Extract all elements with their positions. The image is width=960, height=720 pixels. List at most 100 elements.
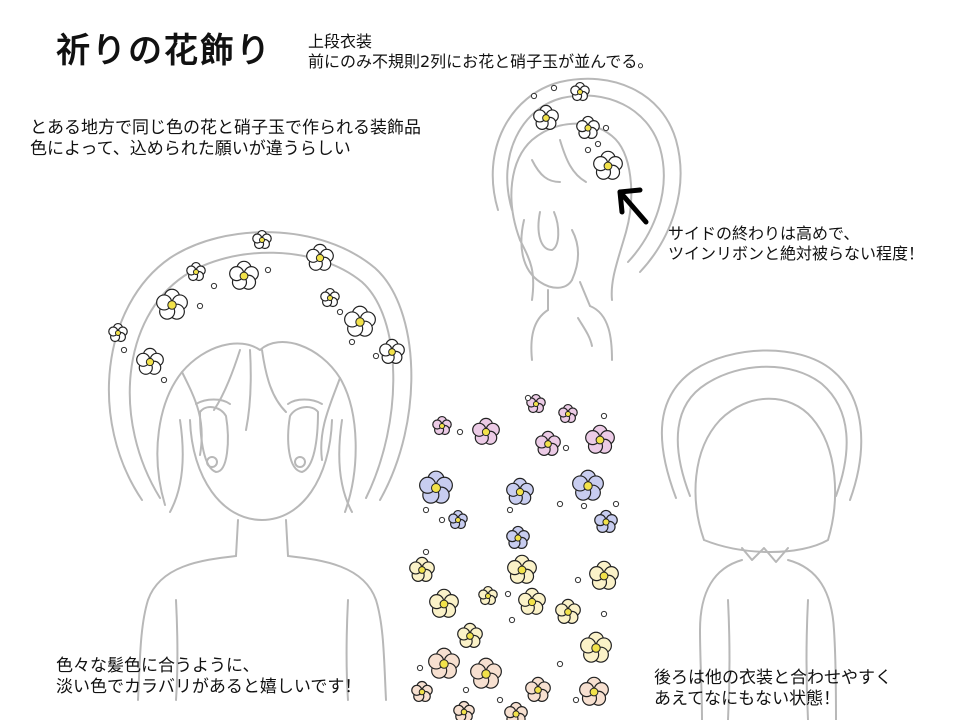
- glass-bead-icon: [196, 302, 204, 310]
- glass-bead-icon: [422, 548, 430, 556]
- description-line1: とある地方で同じ色の花と硝子玉で作られる装飾品: [30, 118, 421, 138]
- side-figure: [491, 77, 682, 361]
- side-note: サイドの終わりは高めで、 ツインリボンと絶対被らない程度！: [668, 224, 924, 264]
- flower-icon: [533, 104, 559, 130]
- flower-icon: [429, 588, 459, 618]
- flower-icon: [585, 424, 615, 454]
- flower-icon: [156, 288, 188, 320]
- front-figure: [108, 231, 413, 701]
- side-note-line1: サイドの終わりは高めで、: [668, 224, 860, 243]
- back-headband: [660, 349, 863, 501]
- flower-icon: [504, 701, 528, 720]
- flower-icon: [478, 585, 498, 606]
- flower-icon: [470, 657, 502, 689]
- glass-bead-icon: [580, 502, 588, 510]
- arrow-icon: [617, 187, 649, 225]
- flower-icon: [453, 700, 475, 720]
- glass-bead-icon: [210, 282, 218, 290]
- glass-bead-icon: [562, 444, 570, 452]
- side-face: [520, 219, 573, 289]
- flower-icon: [229, 260, 259, 290]
- glass-bead-icon: [524, 394, 532, 402]
- flower-icon: [535, 430, 561, 456]
- back-note-line1: 後ろは他の衣装と合わせやすく: [654, 668, 892, 688]
- side-hair: [510, 122, 633, 301]
- glass-bead-icon: [574, 576, 582, 584]
- glass-bead-icon: [550, 84, 558, 92]
- side-shoulders: [530, 309, 549, 361]
- side-note-line2: ツインリボンと絶対被らない程度！: [668, 244, 925, 263]
- description-line2: 色によって、込められた願いが違うらしい: [30, 139, 351, 160]
- description: とある地方で同じ色の花と硝子玉で作られる装飾品 色によって、込められた願いが違う…: [30, 118, 421, 161]
- flower-icon: [507, 554, 537, 584]
- color-note-line1: 色々な髪色に合うように、: [56, 656, 260, 676]
- flower-icon: [593, 150, 623, 180]
- glass-bead-icon: [496, 696, 504, 704]
- page-title: 祈りの花飾り: [56, 31, 272, 71]
- glass-bead-icon: [416, 664, 424, 672]
- glass-bead-icon: [572, 696, 580, 704]
- back-hair: [694, 397, 836, 553]
- glass-bead-icon: [600, 610, 608, 618]
- side-headband: [491, 77, 682, 273]
- flower-icon: [518, 587, 546, 615]
- flower-icon: [506, 477, 534, 505]
- flower-icon: [411, 680, 433, 703]
- flower-icon: [555, 598, 581, 624]
- glass-bead-icon: [506, 506, 514, 514]
- subtitle-line1: 上段衣装: [308, 32, 373, 51]
- flower-icon: [570, 81, 590, 102]
- flower-icon: [379, 338, 405, 364]
- flower-icon: [306, 243, 334, 271]
- flower-decorations: [108, 81, 623, 720]
- glass-bead-icon: [456, 428, 464, 436]
- flower-icon: [589, 560, 619, 590]
- glass-bead-icon: [602, 124, 610, 132]
- flower-icon: [572, 469, 604, 501]
- glass-bead-icon: [462, 686, 470, 694]
- front-left-eye: [199, 406, 229, 473]
- back-note-line2: あえてなにもない状態！: [654, 689, 841, 710]
- glass-bead-icon: [600, 412, 608, 420]
- flower-icon: [344, 305, 376, 337]
- flower-icon: [526, 393, 546, 414]
- subtitle: 上段衣装 前にのみ不規則2列にお花と硝子玉が並んでる。: [308, 32, 653, 72]
- glass-bead-icon: [594, 140, 602, 148]
- glass-bead-icon: [372, 352, 380, 360]
- flower-icon: [136, 347, 164, 375]
- flower-icon: [506, 525, 530, 549]
- front-face: [189, 419, 333, 521]
- flower-icon: [409, 556, 435, 582]
- glass-bead-icon: [264, 266, 272, 274]
- flower-icon: [558, 403, 578, 424]
- color-note-line2: 淡い色でカラバリがあると嬉しいです！: [56, 677, 362, 698]
- front-right-eye: [287, 406, 319, 473]
- flower-icon: [594, 509, 618, 533]
- glass-bead-icon: [348, 338, 356, 346]
- flower-icon: [108, 322, 128, 343]
- front-shoulders: [137, 555, 237, 701]
- glass-bead-icon: [160, 376, 168, 384]
- glass-bead-icon: [336, 308, 344, 316]
- back-note: 後ろは他の衣装と合わせやすく あえてなにもない状態！: [654, 668, 892, 711]
- glass-bead-icon: [508, 616, 516, 624]
- flower-icon: [252, 229, 272, 250]
- flower-icon: [457, 622, 483, 648]
- glass-bead-icon: [556, 500, 564, 508]
- flower-icon: [320, 287, 340, 308]
- flower-icon: [432, 415, 452, 436]
- flower-icon: [186, 261, 206, 282]
- glass-bead-icon: [120, 346, 128, 354]
- glass-bead-icon: [584, 146, 592, 154]
- back-figure: [660, 349, 863, 720]
- flower-icon: [428, 647, 460, 679]
- subtitle-line2: 前にのみ不規則2列にお花と硝子玉が並んでる。: [308, 52, 654, 71]
- front-hair: [156, 341, 357, 513]
- flower-icon: [448, 509, 468, 530]
- glass-bead-icon: [530, 92, 538, 100]
- color-note: 色々な髪色に合うように、 淡い色でカラバリがあると嬉しいです！: [56, 656, 361, 699]
- glass-bead-icon: [556, 660, 564, 668]
- flower-icon: [580, 631, 612, 663]
- flower-icon: [472, 417, 500, 445]
